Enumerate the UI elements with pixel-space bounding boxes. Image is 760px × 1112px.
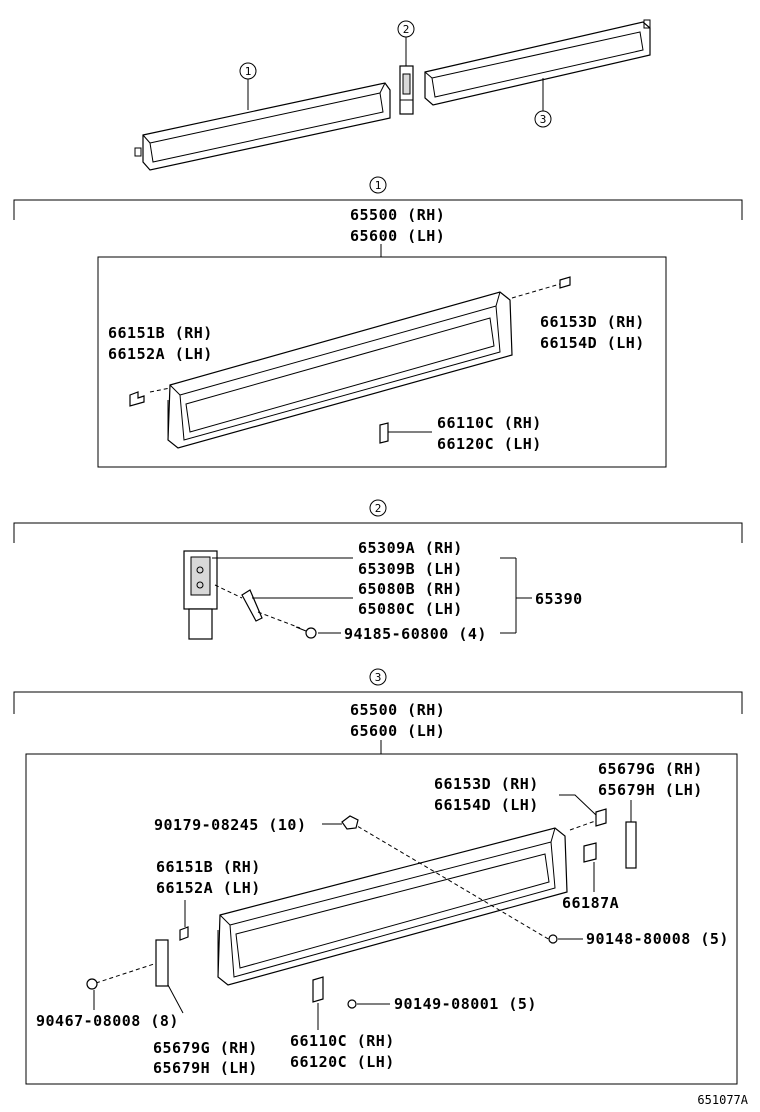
section-3-panel bbox=[95, 819, 599, 986]
overview-drawing: 1 2 3 bbox=[134, 19, 651, 171]
part-65679g-right: 65679G (RH) bbox=[598, 760, 703, 778]
part-66120c-s3: 66120C (LH) bbox=[290, 1053, 395, 1071]
part-65679h-left: 65679H (LH) bbox=[153, 1059, 258, 1077]
part-90467: 90467-08008 (8) bbox=[36, 1012, 179, 1030]
catch-65080b bbox=[241, 589, 263, 622]
part-65679g-left: 65679G (RH) bbox=[153, 1039, 258, 1057]
callout-1: 1 bbox=[239, 62, 257, 110]
part-66120c: 66120C (LH) bbox=[437, 435, 542, 453]
part-90149: 90149-08001 (5) bbox=[394, 995, 537, 1013]
section-1-assembly-rh: 65500 (RH) bbox=[350, 206, 445, 224]
part-65309a: 65309A (RH) bbox=[358, 539, 463, 557]
hinge-plate-65679g-right bbox=[625, 821, 637, 869]
screw-90149 bbox=[347, 999, 357, 1009]
part-90148: 90148-80008 (5) bbox=[586, 930, 729, 948]
section-1-marker: 1 bbox=[375, 179, 382, 192]
rivet-90467 bbox=[86, 978, 98, 1010]
section-2: 2 65309A (RH) 65309B (LH) 65080B (RH) 65… bbox=[13, 499, 743, 643]
section-3: 3 65500 (RH) 65600 (LH) bbox=[13, 668, 743, 1085]
part-66153d-s3: 66153D (RH) bbox=[434, 775, 539, 793]
section-1: 1 65500 (RH) 65600 (LH) 66151B (RH) 6615… bbox=[13, 176, 743, 468]
part-66151b-s3: 66151B (RH) bbox=[156, 858, 261, 876]
part-65080c: 65080C (LH) bbox=[358, 600, 463, 618]
svg-text:1: 1 bbox=[245, 65, 252, 78]
bracket-66110c bbox=[379, 422, 389, 444]
part-66152a-s3: 66152A (LH) bbox=[156, 879, 261, 897]
overview-right-panel bbox=[424, 19, 651, 106]
part-66110c: 66110C (RH) bbox=[437, 414, 542, 432]
svg-text:2: 2 bbox=[403, 23, 410, 36]
part-66151b: 66151B (RH) bbox=[108, 324, 213, 342]
section-3-assembly-rh: 65500 (RH) bbox=[350, 701, 445, 719]
part-65080b: 65080B (RH) bbox=[358, 580, 463, 598]
part-66152a: 66152A (LH) bbox=[108, 345, 213, 363]
section-2-marker: 2 bbox=[375, 502, 382, 515]
kit-65390: 65390 bbox=[535, 590, 583, 608]
section-1-frame bbox=[97, 256, 667, 468]
part-94185-60800: 94185-60800 (4) bbox=[344, 625, 487, 643]
part-66153d: 66153D (RH) bbox=[540, 313, 645, 331]
clip-66153d bbox=[559, 276, 571, 289]
part-66154d: 66154D (LH) bbox=[540, 334, 645, 352]
hinge-plate-65679g-left bbox=[155, 939, 169, 987]
callout-3: 3 bbox=[534, 78, 552, 128]
clip-66151b bbox=[129, 391, 145, 407]
part-66110c-s3: 66110C (RH) bbox=[290, 1032, 395, 1050]
section-3-assembly-lh: 65600 (LH) bbox=[350, 722, 445, 740]
part-90179: 90179-08245 (10) bbox=[154, 816, 307, 834]
section-3-marker: 3 bbox=[375, 671, 382, 684]
section-1-assembly-lh: 65600 (LH) bbox=[350, 227, 445, 245]
svg-text:3: 3 bbox=[540, 113, 547, 126]
screw-90148 bbox=[548, 934, 558, 944]
clip-66151b-s3 bbox=[179, 926, 189, 941]
bracket-66110c-s3 bbox=[312, 976, 324, 1003]
clip-90179 bbox=[341, 815, 359, 830]
part-65309b: 65309B (LH) bbox=[358, 560, 463, 578]
section-3-frame bbox=[25, 753, 738, 1085]
bracket-66187a bbox=[583, 842, 597, 863]
callout-2: 2 bbox=[397, 20, 415, 66]
figure-id: 651077A bbox=[697, 1093, 748, 1107]
clip-66153d-s3 bbox=[595, 808, 607, 827]
section-2-latch bbox=[183, 550, 218, 640]
screw-94185 bbox=[295, 626, 317, 639]
part-66187a: 66187A bbox=[562, 894, 619, 912]
section-1-marker-circle bbox=[369, 176, 387, 194]
part-66154d-s3: 66154D (LH) bbox=[434, 796, 539, 814]
section-1-panel bbox=[149, 283, 561, 449]
overview-left-panel bbox=[134, 82, 391, 171]
part-65679h-right: 65679H (LH) bbox=[598, 781, 703, 799]
overview-center-latch bbox=[399, 65, 414, 115]
